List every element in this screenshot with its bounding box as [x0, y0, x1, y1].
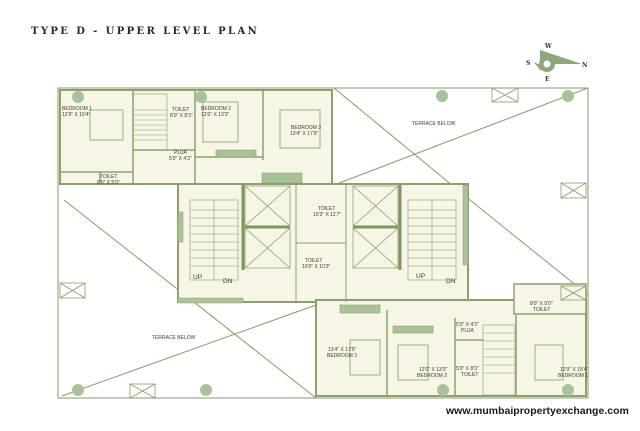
size-puja-left: 5'0" X 4'3"	[169, 156, 192, 162]
label-puja-left: PUJA	[174, 150, 187, 156]
size-toilet-b: 8'0" X 5'0"	[97, 180, 120, 186]
label-bedroom1-left: BEDROOM 1	[62, 106, 92, 112]
compass-south: S	[526, 60, 530, 67]
size-bedroom1-left: 12'9" X 15'4"	[62, 112, 90, 118]
label-bedroom2-left: BEDROOM 2	[201, 106, 231, 112]
label-terrace-top: TERRACE BELOW	[412, 121, 456, 127]
label-toilet-f: TOILET	[461, 372, 478, 378]
label-toilet-c: TOILET	[318, 206, 335, 212]
label-terrace-bottom: TERRACE BELOW	[152, 335, 196, 341]
compass-east: E	[545, 76, 550, 82]
label-bedroom3-right: BEDROOM 3	[327, 353, 357, 359]
size-puja-right: 5'0" X 4'3"	[456, 322, 479, 328]
size-toilet-e: 8'0" X 5'0"	[530, 301, 553, 307]
stair-left-dn: DN	[223, 278, 233, 285]
label-bedroom1-right: BEDROOM 1	[558, 373, 588, 379]
size-toilet-d: 10'0" X 10'3"	[302, 264, 330, 270]
size-toilet-c: 10'3" X 11'7"	[313, 212, 341, 218]
plan-boundary	[57, 87, 589, 399]
label-toilet-a: TOILET	[172, 107, 189, 113]
compass-west: W	[544, 43, 552, 50]
stair-right-up: UP	[416, 273, 425, 280]
size-bedroom3-left: 13'4" X 17'9"	[290, 131, 318, 137]
size-toilet-f: 5'0" X 8'3"	[456, 366, 479, 372]
stair-right-dn: DN	[446, 278, 456, 285]
compass-icon: W S N E	[526, 43, 588, 82]
label-toilet-d: TOILET	[305, 258, 322, 264]
label-puja-right: PUJA	[461, 328, 474, 334]
plan-title: TYPE D - UPPER LEVEL PLAN	[31, 26, 260, 37]
label-bedroom2-right: BEDROOM 2	[417, 373, 447, 379]
size-bedroom1-right: 12'9" X 15'4"	[560, 367, 588, 373]
label-toilet-e: TOILET	[533, 307, 550, 313]
size-toilet-a: 8'0" X 8'3"	[170, 113, 193, 119]
size-bedroom3-right: 13'4" X 17'9"	[328, 347, 356, 353]
size-bedroom2-left: 12'0" X 13'3"	[201, 112, 229, 118]
stair-left-up: UP	[193, 274, 202, 281]
compass-north: N	[582, 62, 588, 69]
website-watermark: www.mumbaipropertyexchange.com	[446, 405, 629, 417]
label-toilet-b: TOILET	[100, 174, 117, 180]
size-bedroom2-right: 12'0" X 13'3"	[419, 367, 447, 373]
label-bedroom3-left: BEDROOM 3	[291, 125, 321, 131]
